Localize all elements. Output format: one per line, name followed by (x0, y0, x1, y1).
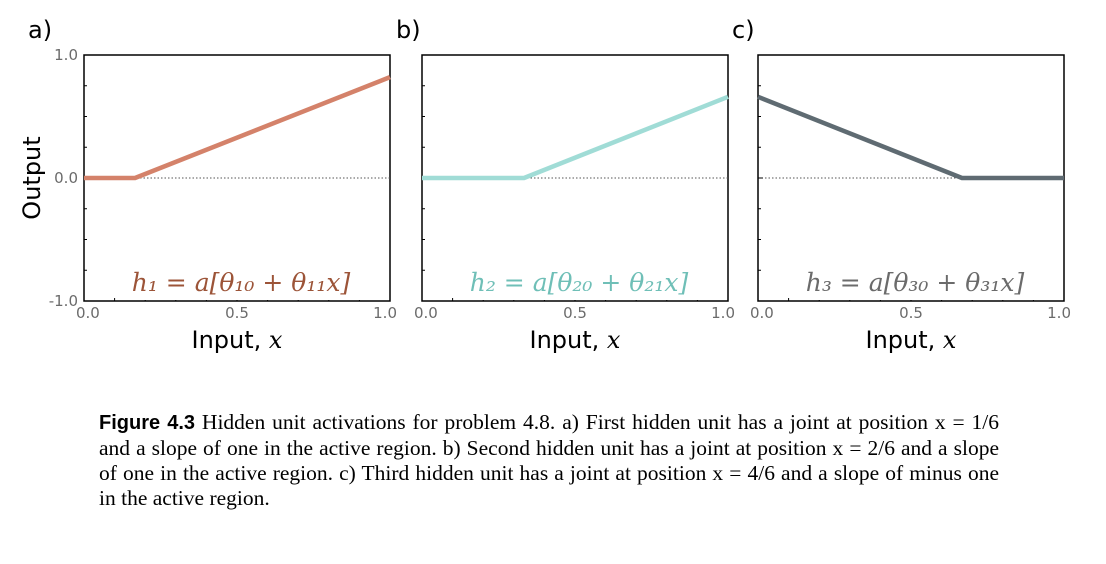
x-tick-label: 0.5 (563, 304, 587, 322)
x-axis-label-text: Input, (192, 326, 269, 354)
x-tick-label: 0.5 (899, 304, 923, 322)
x-tick-label: 0.5 (225, 304, 249, 322)
panel-label: c) (732, 16, 755, 44)
x-tick-label: 0.0 (76, 304, 100, 322)
caption-text: Hidden unit activations for problem 4.8.… (99, 410, 1000, 510)
x-axis-label-var: x (607, 326, 621, 354)
panel-label: a) (28, 16, 52, 44)
figure-caption: Figure 4.3 Hidden unit activations for p… (99, 410, 999, 511)
x-axis-label: Input, x (530, 326, 621, 354)
x-axis-label: Input, x (192, 326, 283, 354)
x-tick-label: 1.0 (711, 304, 735, 322)
formula-label: h₃ = a[θ₃₀ + θ₃₁x] (806, 268, 1025, 297)
formula-background (459, 266, 699, 300)
formula-label: h₁ = a[θ₁₀ + θ₁₁x] (132, 268, 351, 297)
y-axis-label: Output (18, 136, 46, 219)
series-line (84, 75, 391, 181)
x-axis-label-var: x (269, 326, 283, 354)
x-tick-label: 0.0 (414, 304, 438, 322)
y-tick-label: -1.0 (49, 292, 78, 310)
series-line (422, 94, 729, 181)
formula-background (121, 266, 361, 300)
x-axis-label: Input, x (866, 326, 957, 354)
y-tick-label: 1.0 (54, 46, 78, 64)
x-tick-label: 1.0 (373, 304, 397, 322)
figure-label: Figure 4.3 (99, 412, 196, 434)
y-tick-label: 0.0 (54, 169, 78, 187)
series-line (757, 94, 1064, 181)
x-tick-label: 0.0 (750, 304, 774, 322)
x-axis-label-text: Input, (530, 326, 607, 354)
x-axis-label-text: Input, (866, 326, 943, 354)
x-tick-label: 1.0 (1047, 304, 1071, 322)
formula-label: h₂ = a[θ₂₀ + θ₂₁x] (470, 268, 689, 297)
formula-background (795, 266, 1035, 300)
x-axis-label-var: x (943, 326, 957, 354)
panel-label: b) (396, 16, 421, 44)
